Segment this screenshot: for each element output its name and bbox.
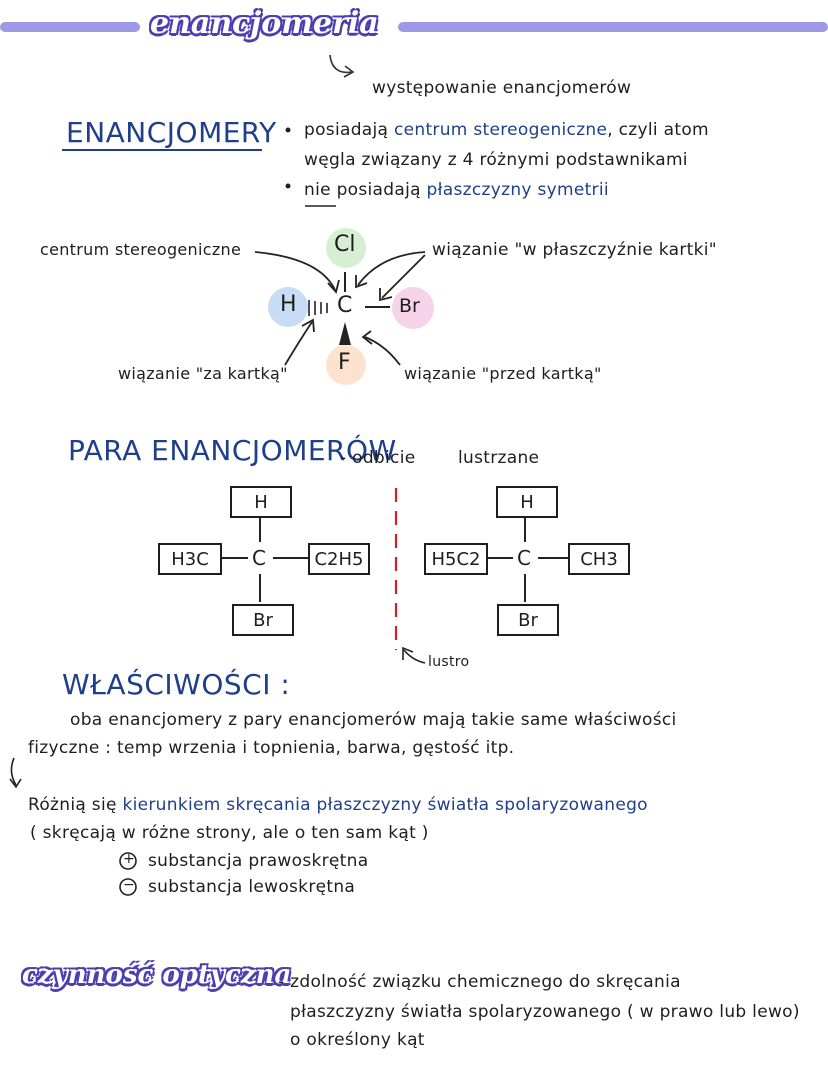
arrow-in-plane-1 (357, 251, 426, 286)
czynnosc-line-3: o określony kąt (290, 1030, 425, 1050)
wedge-bond-front (339, 322, 351, 345)
section-heading-enancjomery: ENANCJOMERY (66, 116, 277, 149)
subtitle-text: występowanie enancjomerów (372, 78, 632, 98)
levorotatory-text: substancja lewoskrętna (148, 877, 356, 897)
arrow-stereo (254, 251, 336, 291)
bullet-2: nie posiadają płaszczyzny symetrii (304, 180, 609, 200)
page-title: enancjomeria (150, 6, 379, 41)
right-top-box: H (496, 486, 558, 518)
label-stereo-center: centrum stereogeniczne (40, 240, 242, 259)
minus-symbol: − (123, 877, 135, 893)
czynnosc-line-2: płaszczyzny światła spolaryzowanego ( w … (290, 1002, 800, 1022)
left-left-box: H3C (158, 543, 222, 575)
atom-left-circle (268, 287, 308, 327)
bullet-2-verb: posiadają (336, 180, 421, 200)
right-left-box: H5C2 (424, 543, 488, 575)
czynnosc-line-1: - zdolność związku chemicznego do skręca… (278, 972, 681, 992)
bullet-1-highlight: centrum stereogeniczne (393, 120, 608, 140)
props-line-3-highlight: kierunkiem skręcania płaszczyzny światła… (122, 795, 648, 815)
props-line-3: Różnią się kierunkiem skręcania płaszczy… (28, 795, 648, 815)
left-right-box: C2H5 (308, 543, 370, 575)
subtitle-arrow (329, 54, 353, 74)
atom-top-circle (326, 228, 366, 268)
dextrorotatory-text: substancja prawoskrętna (148, 851, 369, 871)
atom-center: C (337, 293, 353, 318)
section-title-czynnosc: czynność optyczna (22, 960, 292, 990)
arrow-behind (284, 321, 313, 366)
props-line-3-prefix: Różnią się (28, 795, 117, 815)
right-right-box: CH3 (568, 543, 630, 575)
left-center-atom: C (252, 546, 266, 570)
section-heading-wlasciwosci: WŁAŚCIWOŚCI : (62, 668, 291, 701)
right-bottom-box: Br (497, 604, 559, 636)
hashed-bond-behind (308, 300, 328, 316)
atom-bottom: F (338, 350, 351, 375)
atom-bottom-circle (326, 345, 366, 385)
para-mirror-text: lustrzane (458, 448, 540, 468)
atom-top: Cl (334, 232, 356, 257)
title-bar-right (398, 22, 828, 32)
atom-right-circle (392, 287, 434, 329)
props-line-4: ( skręcają w różne strony, ale o ten sam… (30, 823, 429, 843)
bullet-1-line-1: posiadają centrum stereogeniczne, czyli … (304, 120, 709, 140)
bullet-1-line-2: węgla związany z 4 różnymi podstawnikami (304, 150, 688, 170)
plus-symbol: + (123, 851, 135, 867)
mirror-arrow (403, 649, 426, 664)
props-line-1: oba enancjomery z pary enancjomerów mają… (70, 710, 677, 730)
props-line-2: fizyczne : temp wrzenia i topnienia, bar… (28, 738, 515, 758)
mirror-label: lustro (428, 654, 470, 670)
left-top-box: H (230, 486, 292, 518)
bullet-2-negation: nie (304, 180, 331, 200)
para-dash-text: - odbicie (340, 448, 416, 468)
title-bar-left (0, 22, 140, 32)
label-behind-plane: wiązanie "za kartką" (118, 364, 288, 383)
bullet-1-suffix: , czyli atom (607, 120, 709, 140)
bullet-2-highlight: płaszczyzny symetrii (426, 180, 609, 200)
arrow-in-plane-2 (381, 254, 426, 299)
atom-right: Br (399, 295, 420, 317)
section-heading-para: PARA ENANCJOMERÓW (68, 434, 397, 467)
right-center-atom: C (517, 546, 531, 570)
label-in-plane: wiązanie "w płaszczyźnie kartki" (432, 240, 717, 260)
label-front-plane: wiązanie "przed kartką" (404, 364, 602, 383)
atom-left: H (280, 292, 297, 317)
bullet-1-prefix: posiadają (304, 120, 389, 140)
left-bottom-box: Br (232, 604, 294, 636)
relation-arrow (10, 757, 17, 786)
arrow-front (364, 336, 401, 366)
